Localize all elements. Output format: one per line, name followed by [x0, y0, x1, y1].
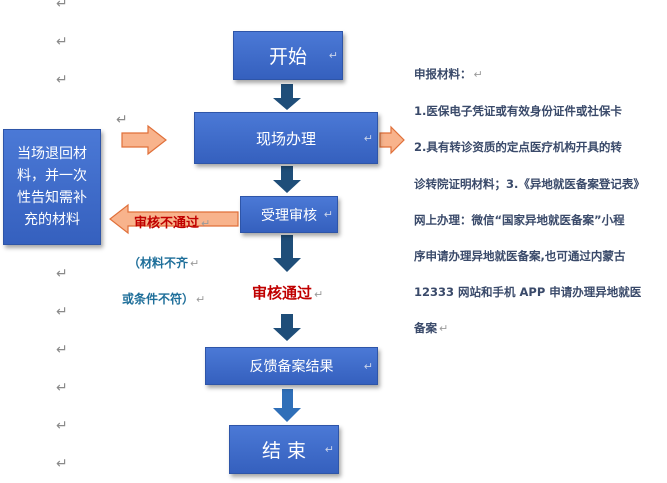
arrow-onsite-to-info: [379, 125, 405, 155]
materials-info: 申报材料：↵ 1.医保电子凭证或有效身份证件或社保卡 2.具有转诊资质的定点医疗…: [414, 56, 662, 348]
paragraph-mark: ↵: [116, 112, 128, 128]
paragraph-mark: ↵: [363, 359, 373, 373]
return-materials-label: 当场退回材 料，并一次 性告知需补 充的材料: [17, 146, 87, 228]
paragraph-mark: ↵: [324, 443, 334, 456]
info-line: 申报材料：↵: [414, 67, 483, 81]
paragraph-mark: ↵: [439, 322, 449, 336]
paragraph-mark: ↵: [56, 266, 68, 282]
info-line: 网上办理：微信“国家异地就医备案”小程: [414, 212, 625, 227]
info-line: 12333 网站和手机 APP 申请办理异地就医: [414, 285, 642, 300]
feedback-label: 反馈备案结果: [249, 359, 334, 375]
paragraph-mark: ↵: [473, 68, 483, 81]
start-label: 开始: [268, 46, 307, 68]
info-line: 1.医保电子凭证或有效身份证件或社保卡: [414, 104, 622, 119]
onsite-label: 现场办理: [255, 129, 316, 148]
rejected-text: 审核不通过: [134, 216, 200, 231]
down-arrows: [273, 84, 301, 422]
arrow-passed-to-feedback: [273, 314, 301, 341]
paragraph-mark: ↵: [56, 72, 68, 88]
paragraph-mark: ↵: [56, 304, 68, 320]
start-box: 开始 ↵: [233, 31, 343, 80]
paragraph-mark: ↵: [328, 49, 338, 62]
onsite-box: 现场办理 ↵: [194, 112, 378, 164]
arrow-onsite-to-review: [273, 166, 301, 193]
rejected-note-2: 或条件不符）↵: [122, 290, 205, 307]
paragraph-mark: ↵: [190, 257, 200, 270]
paragraph-mark: ↵: [56, 380, 68, 396]
arrow-review-to-rejected: [109, 203, 239, 235]
info-line: 序申请办理异地就医备案,也可通过内蒙古: [414, 249, 626, 264]
paragraph-mark: ↵: [56, 34, 68, 50]
paragraph-mark: ↵: [56, 0, 68, 12]
end-box: 结 束 ↵: [229, 425, 339, 474]
review-box: 受理审核 ↵: [240, 196, 338, 233]
arrow-left-box-to-onsite: [121, 124, 167, 156]
end-label: 结 束: [261, 440, 307, 462]
paragraph-mark: ↵: [323, 208, 333, 221]
arrow-review-to-passed: [273, 235, 301, 272]
info-line: 2.具有转诊资质的定点医疗机构开具的转: [414, 140, 622, 155]
arrow-feedback-to-end: [273, 389, 301, 422]
paragraph-mark: ↵: [56, 418, 68, 434]
paragraph-mark: ↵: [196, 293, 206, 306]
paragraph-mark: ↵: [314, 288, 324, 301]
return-materials-box: 当场退回材 料，并一次 性告知需补 充的材料: [3, 129, 101, 245]
passed-label: 审核通过↵: [252, 282, 323, 303]
rejected-note-1-text: （材料不齐: [128, 256, 189, 270]
rejected-label: 审核不通过↵: [134, 212, 210, 231]
paragraph-mark: ↵: [363, 131, 373, 145]
info-line: 诊转院证明材料；3.《异地就医备案登记表》: [414, 176, 645, 191]
paragraph-mark: ↵: [201, 217, 211, 230]
review-label: 受理审核: [261, 207, 317, 224]
feedback-box: 反馈备案结果 ↵: [205, 347, 378, 385]
rejected-note-2-text: 或条件不符）: [122, 292, 195, 306]
arrow-start-to-onsite: [273, 84, 301, 110]
rejected-note-1: （材料不齐↵: [128, 254, 199, 271]
paragraph-mark: ↵: [56, 342, 68, 358]
info-line: 备案↵: [414, 321, 449, 336]
paragraph-mark: ↵: [56, 456, 68, 472]
passed-text: 审核通过: [252, 284, 313, 302]
